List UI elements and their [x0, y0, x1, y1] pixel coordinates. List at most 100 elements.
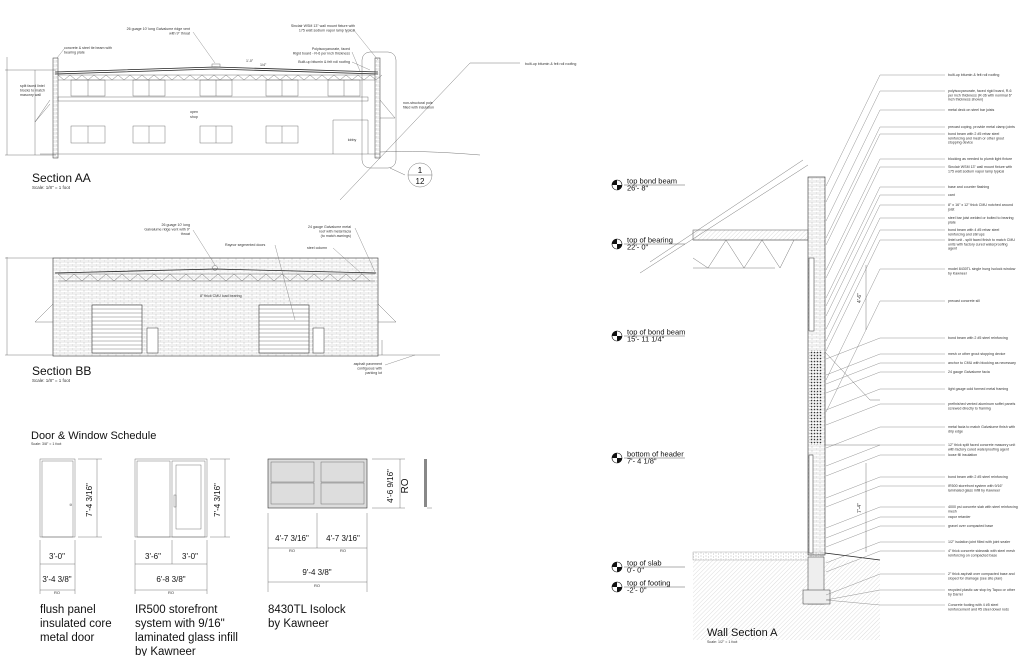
leader-line: [825, 426, 881, 449]
dim-width: 4'-7 3/16": [275, 534, 309, 543]
leader-line: [825, 573, 881, 596]
leader-line: [825, 268, 881, 381]
leader-line: [825, 589, 881, 601]
note-roofing: Built-up bitumin & felt roll roofing: [298, 60, 350, 64]
wall-section-note: lintel unit - split faced finish to matc…: [948, 238, 1015, 251]
dim-width: 4'-7 3/16": [326, 534, 360, 543]
level-elevation: 0'- 0": [627, 566, 644, 575]
level-name: top of bond beam: [627, 328, 685, 337]
wall-section-note: 24 gauge Galvalume facia: [948, 370, 990, 374]
leader-line: [825, 229, 881, 342]
dim-ro-width: 6'-8 3/8": [156, 575, 185, 584]
wall-section-notes: built-up bitumin & felt roll roofingpoly…: [947, 73, 1018, 611]
slope-dim: 1/4": [260, 63, 267, 67]
section-aa-scale: Scale: 1/8" = 1 foot: [32, 185, 71, 190]
wall-section-note: precast coping, provide metal clamp join…: [948, 125, 1015, 129]
section-aa-title: Section AA: [32, 171, 91, 185]
wall-section-note: anchor to CMU with blocking as necessary: [948, 361, 1016, 365]
leader-line: [825, 362, 881, 385]
wall-section-note: steel bar joist welded or bolted to bear…: [948, 216, 1014, 224]
wall-section-note: gravel over compacted base: [948, 524, 993, 528]
dim-window-height: 4'-6": [857, 293, 863, 303]
leader-line: [825, 454, 881, 477]
leader-line: [825, 74, 881, 187]
level-elevation: 22'- 0": [627, 243, 649, 252]
wall-section-note: polyisocyanurate, faced rigid board, R-6…: [948, 89, 1013, 102]
note-fixture: Sinclair WSM 13" wall mount fixture with…: [291, 24, 355, 33]
wall-section-note: base and counter flashing: [948, 185, 989, 189]
space-label: open: [190, 110, 198, 114]
section-bb-title: Section BB: [32, 364, 91, 378]
wall-section-note: IR500 storefront system with 9/16"lamina…: [948, 484, 1004, 492]
leader-line: [825, 337, 881, 360]
leader-line: [825, 516, 881, 539]
leader-line: [825, 371, 881, 394]
wall-section-note: light gauge cold formed metal framing: [948, 387, 1008, 391]
level-elevation: 7'- 4 1/8": [627, 457, 657, 466]
schedule-scale: Scale: 3/8" = 1 foot: [31, 442, 61, 446]
dim-height: 4'-6 9/16": [386, 469, 395, 503]
leader-line: [825, 403, 881, 426]
note-doors: Raynor segmented doors: [225, 243, 266, 247]
schedule-item-storefront: 7'-4 3/16" 3'-6" 3'-0" 6'-8 3/8" RO IR50…: [134, 458, 238, 656]
note-steel-column: steel column: [307, 246, 327, 250]
level-name: bottom of header: [627, 450, 684, 459]
ro-label: RO: [168, 590, 174, 595]
space-label-lobby: lobby: [348, 138, 357, 142]
wall-section-note: 2" thick asphalt over compacted base and…: [948, 572, 1015, 580]
wall-section-note: 1/2" isolation joint filled with joint s…: [948, 540, 1011, 544]
section-aa: 1 12 open shop lobby 26 guage 10' long G…: [5, 24, 576, 201]
space-label: shop: [190, 115, 198, 119]
detail-callout-sheet: 12: [416, 177, 425, 186]
leader-line: [825, 550, 881, 573]
leader-line: [825, 239, 881, 352]
leader-line: [825, 109, 881, 222]
dim-height: 7'-4 3/16": [213, 483, 222, 517]
segmented-door[interactable]: [91, 304, 143, 354]
dim-height: 7'-4 3/16": [85, 483, 94, 517]
level-elevation: 26'- 8": [627, 184, 649, 193]
wall-section-note: 4000 psi concrete slab with steel reinfo…: [948, 505, 1018, 513]
leader-line: [825, 133, 881, 246]
leader-line: [825, 194, 881, 307]
leader-line: [825, 90, 881, 203]
leader-line: [825, 186, 881, 299]
wall-section-note: precast concrete sill: [948, 299, 980, 303]
leader-line: [825, 506, 881, 529]
wall-section-note: metal deck on steel bar joists: [948, 108, 995, 112]
ro-label: RO: [314, 583, 320, 588]
section-bb-truss: [54, 265, 377, 282]
detail-callout-number: 1: [418, 166, 423, 175]
man-door[interactable]: [312, 327, 325, 354]
segmented-door[interactable]: [258, 304, 310, 354]
roof-deck: [692, 229, 809, 241]
wall-section-note: 4" thick concrete sidewalk with steel me…: [948, 549, 1015, 557]
leader-line: [825, 476, 881, 499]
leader-line: [825, 204, 881, 317]
leader-line: [825, 217, 881, 330]
wall-section-note: cant: [948, 193, 955, 197]
leader-line: [825, 444, 881, 467]
schedule-item-window: 4'-6 9/16" RO 4'-7 3/16" 4'-7 3/16" RO R…: [267, 458, 432, 630]
man-door[interactable]: [146, 327, 159, 354]
wall-section-note: recycled plastic car stop by Tapco or ot…: [948, 588, 1016, 596]
note-roofing-leader: built-up bitumin & felt roll roofing: [525, 62, 576, 66]
wall-section-note: 12" thick split faced concrete masonry u…: [948, 443, 1015, 451]
